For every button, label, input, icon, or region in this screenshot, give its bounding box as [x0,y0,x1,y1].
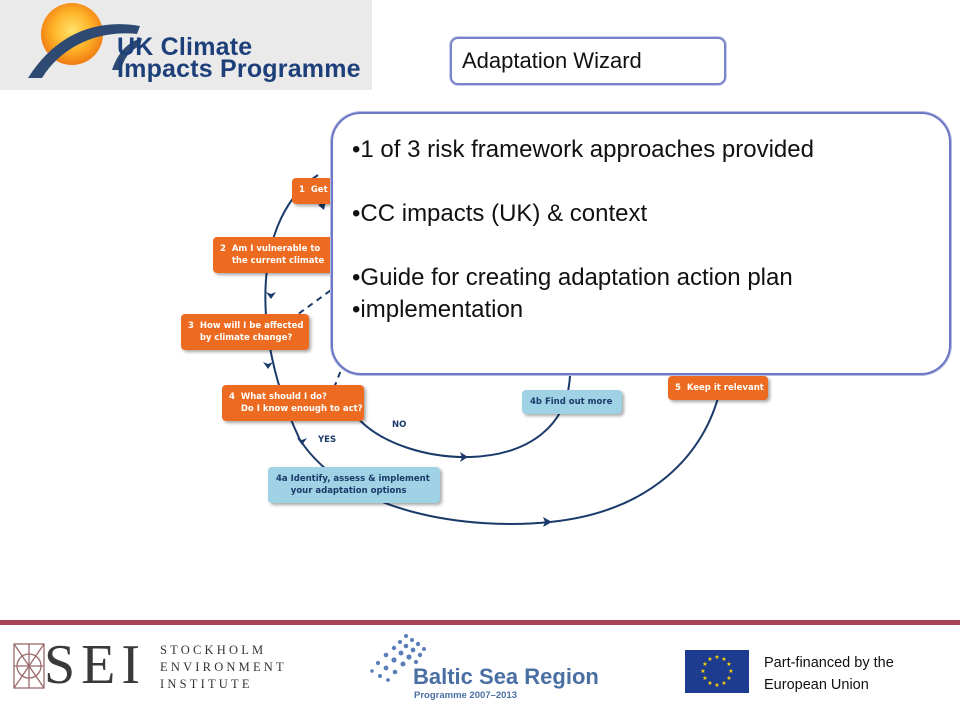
eu-financing-note: Part-financed by the European Union [764,652,894,696]
step-4-box: 4 What should I do? Do I know enough to … [222,385,364,421]
eu-line-1: Part-financed by the [764,655,894,671]
svg-text:★: ★ [702,675,707,682]
svg-text:★: ★ [714,682,719,689]
ukcip-wordmark: UK Climate Impacts Programme [117,33,361,83]
ukcip-line1: UK Climate [117,33,253,61]
callout-line-2: •CC impacts (UK) & context [352,200,648,227]
svg-text:★: ★ [726,675,731,682]
no-label: NO [392,420,407,430]
svg-text:★: ★ [728,668,733,675]
svg-text:★: ★ [707,656,712,663]
bsr-title: Baltic Sea Region [413,664,599,689]
footer-divider [0,620,960,625]
no-loop-path [354,374,571,459]
bsr-subtitle: Programme 2007–2013 [414,690,517,701]
arrow-head-3 [263,362,273,369]
arrow-head-6 [543,517,552,527]
summary-callout: •1 of 3 risk framework approaches provid… [331,112,951,375]
arrow-head-2 [266,292,276,299]
step-5-box: 5 Keep it relevant [668,376,768,400]
eu-line-2: European Union [764,677,869,693]
svg-text:★: ★ [700,668,705,675]
sei-letters: SEI [44,634,146,696]
ukcip-logo: UK Climate Impacts Programme [0,0,372,90]
step-2-box: 2 Am I vulnerable to the current climate [213,237,333,273]
yes-label: YES [318,435,337,445]
sei-word-3: INSTITUTE [160,677,253,691]
callout-line-4: •implementation [352,296,524,323]
callout-line-3: •Guide for creating adaptation action pl… [352,264,793,291]
dashed-link-1 [289,284,339,321]
sei-emblem-icon [13,643,45,689]
ukcip-line2: Impacts Programme [117,55,361,83]
eu-flag-icon: ★★★ ★★★ ★★★ ★★★ [685,650,749,693]
svg-text:★: ★ [726,661,731,668]
svg-text:★: ★ [702,661,707,668]
baltic-sea-region-logo-icon [370,634,426,682]
arrow-head-4 [297,438,307,445]
ukcip-sun-icon [28,3,142,78]
outer-cycle-path [264,174,721,525]
sei-word-2: ENVIRONMENT [160,660,287,674]
svg-text:★: ★ [721,656,726,663]
svg-text:★: ★ [714,654,719,661]
slide-title: Adaptation Wizard [450,37,726,85]
step-4a-box: 4a Identify, assess & implement your ada… [268,467,440,503]
arrow-head-5 [460,452,468,462]
sei-word-1: STOCKHOLM [160,643,267,657]
step-4b-box: 4b Find out more [522,390,622,414]
step-1-box: 1 Get [292,178,336,204]
svg-text:★: ★ [707,680,712,687]
sei-wordmark: STOCKHOLM ENVIRONMENT INSTITUTE [160,642,287,693]
callout-line-1: •1 of 3 risk framework approaches provid… [352,136,814,163]
step-3-box: 3 How will I be affected by climate chan… [181,314,309,350]
svg-text:★: ★ [721,680,726,687]
